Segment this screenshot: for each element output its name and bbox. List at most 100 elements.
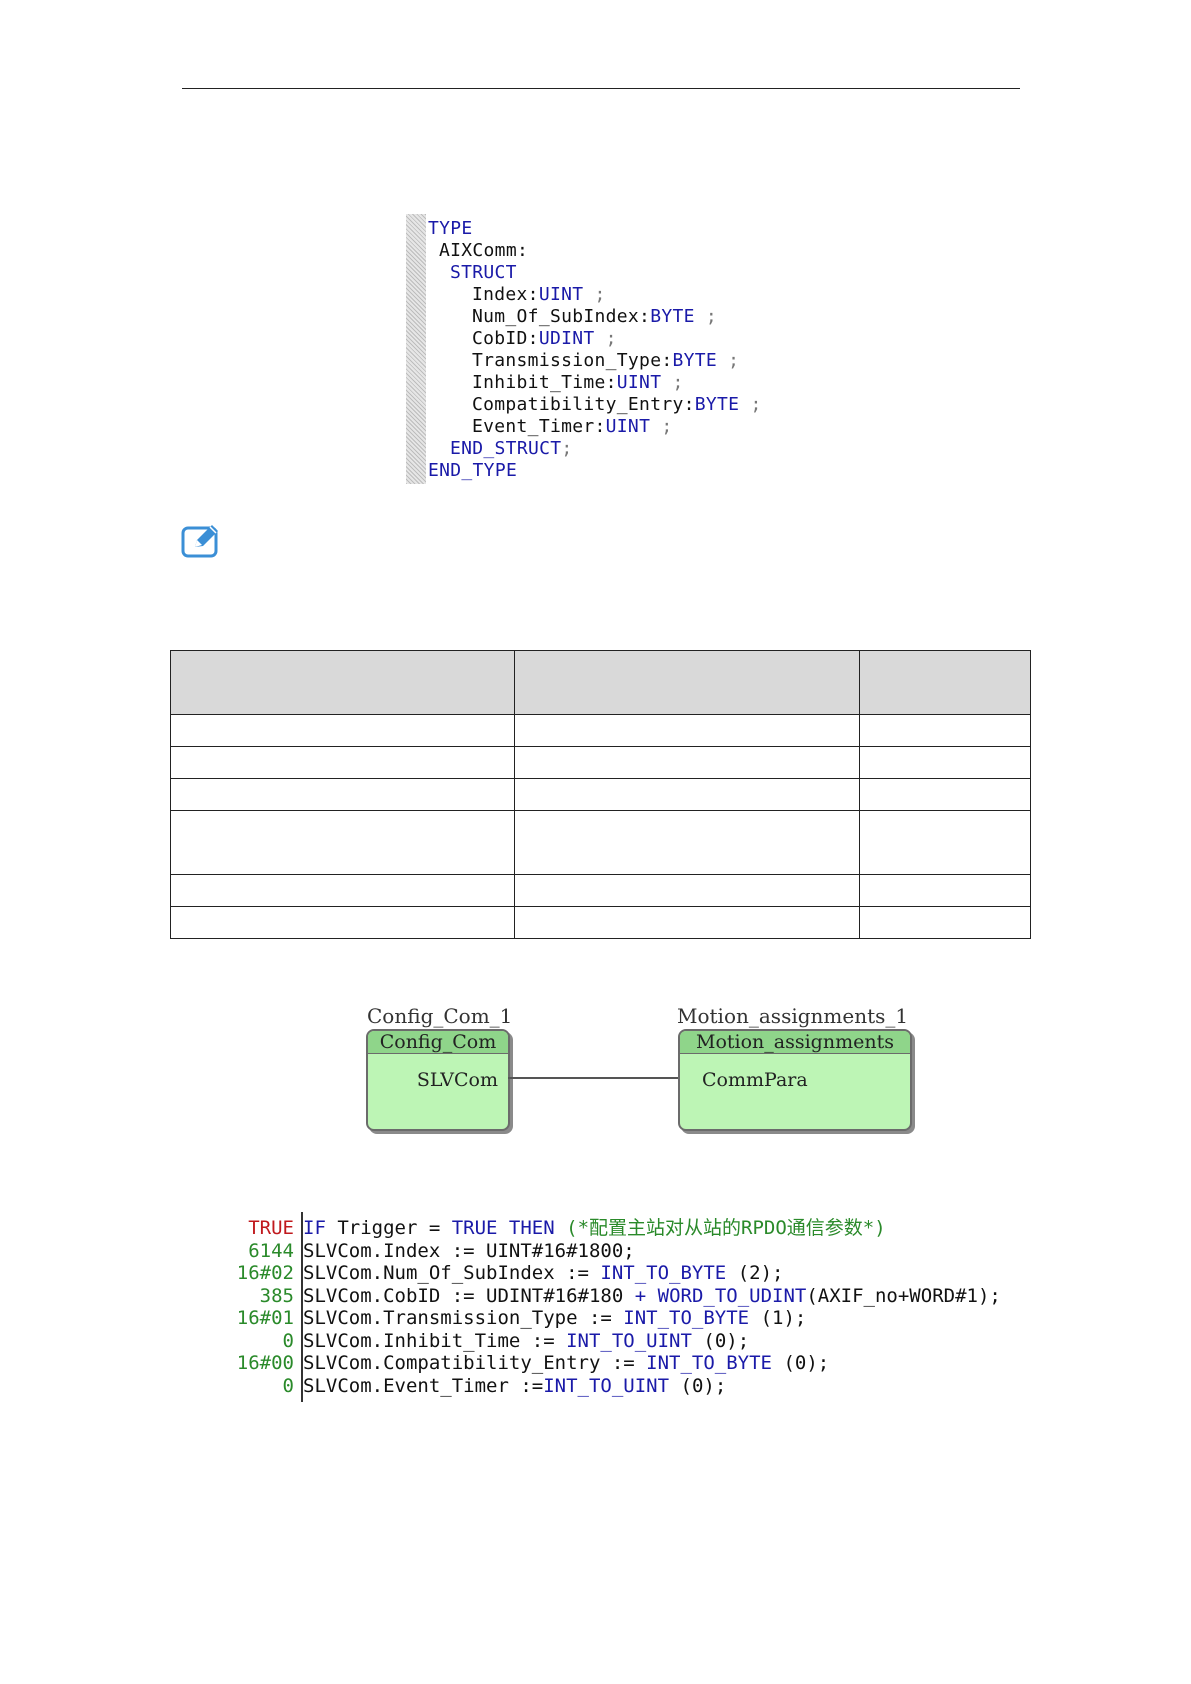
code-token: END_STRUCT (450, 438, 562, 459)
table-row (170, 906, 1031, 939)
table-cell (859, 778, 1031, 811)
table-cell (170, 874, 515, 907)
table-header-row (170, 650, 1031, 715)
table-cell (513, 874, 861, 907)
st-token: (AXIF_no+WORD#1); (806, 1284, 1001, 1307)
table-cell (170, 778, 515, 811)
st-token (646, 1285, 657, 1307)
code-line: TYPE (428, 218, 473, 240)
left-block-instance-name: Config_Com_1 (367, 1004, 513, 1028)
connection-wire (508, 1077, 678, 1079)
table-header-cell (859, 650, 1031, 715)
table-cell (513, 746, 861, 779)
st-token: (*配置主站对从站的RPDO通信参数*) (554, 1217, 886, 1239)
code-token: Num_Of_SubIndex: (472, 306, 651, 327)
slvcom-output-pin: SLVCom (416, 1069, 498, 1091)
st-token: SLVCom.Inhibit_Time := (303, 1329, 567, 1352)
st-token: (0); (691, 1329, 750, 1352)
table-row (170, 778, 1031, 811)
st-token: SLVCom.Transmission_Type := (303, 1307, 624, 1329)
table-row (170, 874, 1031, 907)
table-cell (859, 714, 1031, 747)
code-line: END_TYPE (428, 460, 517, 482)
st-token: INT_TO_BYTE (600, 1262, 727, 1284)
motion-assignments-block[interactable]: Motion_assignments CommPara (678, 1029, 912, 1131)
st-token: (2); (726, 1262, 784, 1284)
st-token: WORD_TO_UDINT (657, 1284, 807, 1307)
table-cell (859, 874, 1031, 907)
table-header-cell (170, 650, 515, 715)
table-cell (859, 810, 1031, 875)
code-line: CobID:UDINT ; (472, 328, 617, 350)
st-code-line: SLVCom.Index := UINT#16#1800; (303, 1240, 635, 1262)
header-rule (182, 88, 1020, 89)
config-com-block[interactable]: Config_Com SLVCom (366, 1029, 510, 1131)
code-token: AIXComm: (439, 240, 529, 261)
st-token: INT_TO_BYTE (623, 1307, 750, 1329)
st-token: IF (303, 1217, 326, 1239)
table-cell (170, 746, 515, 779)
code-token: TYPE (428, 218, 473, 239)
code-token: BYTE (694, 394, 740, 415)
st-token: INT_TO_UINT (543, 1374, 670, 1397)
code-token: Event_Timer: (472, 416, 606, 437)
online-value: 16#02 (236, 1262, 294, 1284)
online-value: 16#00 (236, 1352, 294, 1374)
st-code-line: SLVCom.Transmission_Type := INT_TO_BYTE … (303, 1307, 806, 1329)
code-token: ; (739, 394, 762, 415)
code-token: Transmission_Type: (472, 350, 673, 371)
st-code-line: SLVCom.CobID := UDINT#16#180 + WORD_TO_U… (303, 1285, 1001, 1307)
st-token: TRUE THEN (451, 1217, 555, 1239)
st-token: SLVCom.Num_Of_SubIndex := (303, 1262, 601, 1284)
st-code-line: IF Trigger = TRUE THEN (*配置主站对从站的RPDO通信参… (303, 1217, 886, 1239)
st-token: + (634, 1284, 647, 1307)
code-token: STRUCT (450, 262, 517, 283)
code-line: Index:UINT ; (472, 284, 606, 306)
code-token: Inhibit_Time: (472, 372, 617, 393)
st-code-line: SLVCom.Inhibit_Time := INT_TO_UINT (0); (303, 1330, 749, 1352)
table-row (170, 810, 1031, 875)
table-header-cell (513, 650, 861, 715)
code-token: Compatibility_Entry: (472, 394, 695, 415)
code-token: ; (561, 438, 573, 459)
st-token: (0); (772, 1352, 830, 1374)
commpara-input-pin: CommPara (702, 1069, 808, 1091)
online-value: 0 (282, 1374, 294, 1397)
code-line: Inhibit_Time:UINT ; (472, 372, 684, 394)
code-line: Compatibility_Entry:BYTE ; (472, 394, 762, 416)
st-code-line: SLVCom.Compatibility_Entry := INT_TO_BYT… (303, 1352, 829, 1374)
online-value: 6144 (248, 1239, 294, 1262)
table-cell (513, 810, 861, 875)
code-line: Transmission_Type:BYTE ; (472, 350, 739, 372)
st-token: Trigger = (325, 1217, 452, 1239)
st-token: SLVCom.Event_Timer := (303, 1374, 544, 1397)
table-cell (513, 714, 861, 747)
code-line: STRUCT (450, 262, 517, 284)
code-token: CobID: (472, 328, 539, 349)
parameter-table (170, 650, 1031, 939)
online-value: TRUE (248, 1217, 294, 1239)
code-token: UDINT (538, 328, 595, 349)
st-token: SLVCom.Compatibility_Entry := (303, 1352, 647, 1374)
table-cell (513, 906, 861, 939)
code-token: UINT (616, 372, 662, 393)
table-cell (859, 906, 1031, 939)
code-token: UINT (605, 416, 651, 437)
code-line: Num_Of_SubIndex:BYTE ; (472, 306, 717, 328)
online-value: 385 (259, 1284, 294, 1307)
code-token: ; (717, 350, 740, 371)
edit-note-icon (181, 525, 218, 558)
st-token: (1); (749, 1307, 807, 1329)
code-token: ; (661, 372, 684, 393)
st-token: INT_TO_BYTE (646, 1352, 773, 1374)
st-token: (0); (669, 1374, 727, 1397)
code-token: END_TYPE (428, 460, 518, 481)
code-token: ; (594, 328, 617, 349)
table-row (170, 746, 1031, 779)
code-line: Event_Timer:UINT ; (472, 416, 673, 438)
code-token: BYTE (650, 306, 695, 327)
table-cell (170, 906, 515, 939)
table-cell (170, 714, 515, 747)
value-code-separator (301, 1212, 303, 1402)
code-line: AIXComm: (439, 240, 528, 262)
